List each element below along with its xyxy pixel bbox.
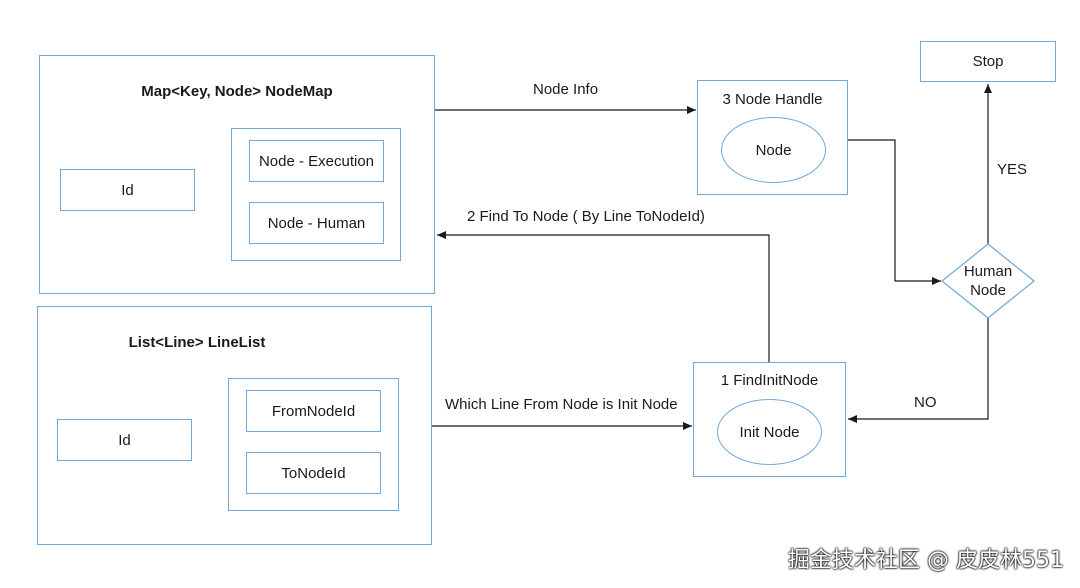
init-node-ellipse-label: Init Node [739,423,800,441]
linelist-title: List<Line> LineList [128,333,266,351]
stop-label: Stop [972,53,1004,70]
node-human-label: Node - Human [267,214,366,232]
stop-box: Stop [920,41,1056,82]
from-node-id-box: FromNodeId [246,390,381,432]
to-node-id-box: ToNodeId [246,452,381,494]
node-handle-title: 3 Node Handle [722,90,823,108]
node-execution-box: Node - Execution [249,140,384,182]
node-ellipse: Node [721,117,826,183]
node-human-box: Node - Human [249,202,384,244]
linelist-id-label: Id [118,431,131,449]
find-init-node-title: 1 FindInitNode [720,371,819,389]
nodemap-id-box: Id [60,169,195,211]
watermark-text: 掘金技术社区 @ 皮皮林551 [788,548,1064,573]
decision-label-line2: Node [970,281,1006,299]
linelist-id-box: Id [57,419,192,461]
edge-label-which-line: Which Line From Node is Init Node [445,396,678,413]
to-node-id-label: ToNodeId [281,464,346,482]
edge-no [848,318,989,423]
nodemap-id-label: Id [121,181,134,199]
decision-label-line1: Human [963,262,1013,280]
init-node-ellipse: Init Node [717,399,822,465]
edge-label-yes: YES [997,161,1028,178]
edge-label-node-info: Node Info [533,81,599,98]
edge-find-to-node [437,231,770,362]
decision-diamond [941,243,1035,319]
node-execution-label: Node - Execution [258,152,375,170]
edge-label-find-to-node: 2 Find To Node ( By Line ToNodeId) [467,208,705,225]
edge-label-no: NO [914,394,937,411]
node-ellipse-label: Node [755,141,792,159]
from-node-id-label: FromNodeId [271,402,356,420]
edge-handle-to-decision [848,139,941,285]
nodemap-title: Map<Key, Node> NodeMap [141,82,333,100]
